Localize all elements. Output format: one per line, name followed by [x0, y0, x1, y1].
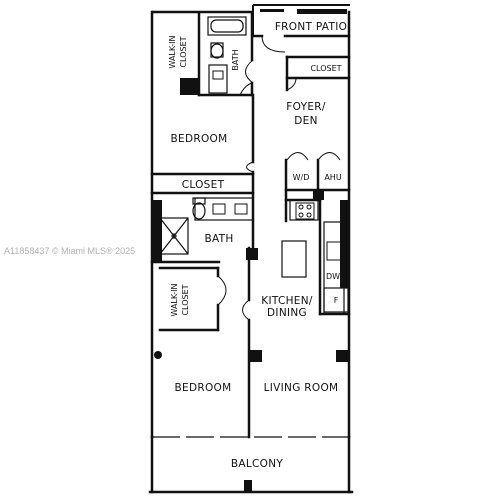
label-dishwasher: DW — [326, 272, 340, 281]
label-kitchen-2: DINING — [267, 307, 307, 319]
kitchen-sink-icon — [326, 241, 342, 261]
door-swings — [217, 35, 341, 321]
structural-columns — [152, 78, 349, 492]
label-balcony: BALCONY — [231, 458, 283, 470]
label-fridge: F — [334, 296, 339, 305]
label-closet-mid: CLOSET — [182, 179, 225, 191]
label-living-room: LIVING ROOM — [264, 382, 339, 394]
patio-railing-2 — [260, 9, 284, 12]
toilet-icon — [210, 42, 224, 59]
label-walk-in-top-2: CLOSET — [179, 36, 188, 67]
appliance-labels: W/D AHU DW F — [293, 173, 342, 305]
room-labels: FRONT PATIO CLOSET WALK-IN CLOSET BATH F… — [168, 21, 347, 470]
shower-icon — [159, 217, 189, 255]
stove-icon — [295, 202, 315, 220]
label-bedroom-bottom: BEDROOM — [175, 382, 232, 394]
label-walk-in-top-1: WALK-IN — [168, 35, 177, 68]
label-ahu: AHU — [324, 173, 341, 182]
toilet-icon-2 — [192, 197, 206, 220]
label-foyer-2: DEN — [294, 115, 317, 127]
label-bath-mid: BATH — [204, 233, 233, 245]
label-walk-in-mid-1: WALK-IN — [170, 283, 179, 316]
label-bedroom-top: BEDROOM — [171, 133, 228, 145]
label-foyer-1: FOYER/ — [286, 101, 326, 113]
watermark: A11858437 © Miami MLS® 2025 — [4, 246, 135, 256]
label-walk-in-mid-2: CLOSET — [181, 284, 190, 315]
label-front-patio: FRONT PATIO — [275, 21, 347, 33]
label-bath-top: BATH — [231, 49, 240, 70]
label-kitchen-1: KITCHEN/ — [261, 295, 313, 307]
label-closet-top: CLOSET — [310, 64, 341, 73]
sink-icons — [212, 70, 248, 215]
patio-railing — [297, 9, 347, 14]
label-washer-dryer: W/D — [293, 173, 310, 182]
